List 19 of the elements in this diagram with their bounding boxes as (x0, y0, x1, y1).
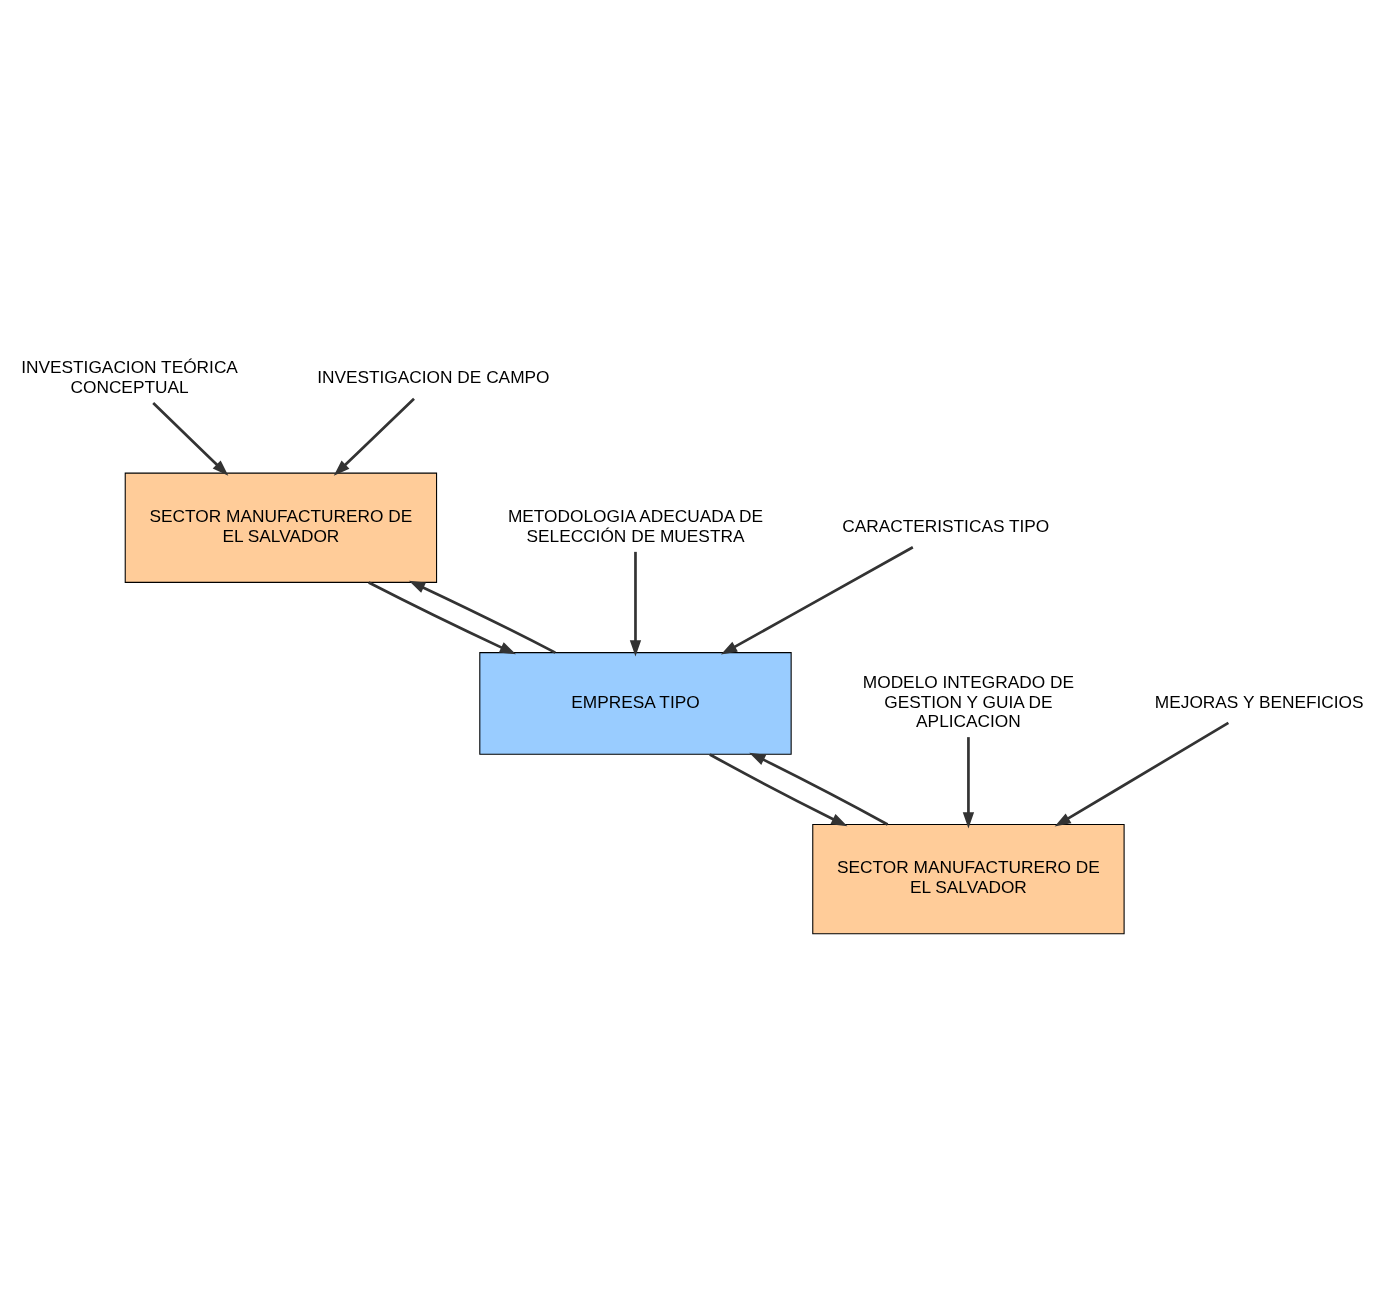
arrow (709, 753, 848, 827)
node-box: SECTOR MANUFACTURERO DE EL SALVADOR (124, 472, 438, 583)
arrow (749, 752, 889, 826)
node-text: MODELO INTEGRADO DE GESTION Y GUIA DE APLICACION (862, 672, 1075, 731)
node-box: SECTOR MANUFACTURERO DE EL SALVADOR (812, 823, 1125, 935)
arrow (368, 581, 516, 655)
arrow (720, 546, 914, 655)
node-text: METODOLOGIA ADECUADA DE SELECCIÓN DE MUESTRA (507, 506, 764, 546)
arrow (152, 402, 229, 476)
node-text: INVESTIGACION TEÓRICA CONCEPTUAL (21, 357, 238, 397)
arrow (333, 397, 415, 476)
arrow (962, 737, 975, 829)
arrow (1054, 721, 1230, 827)
node-box: EMPRESA TIPO (479, 652, 792, 755)
arrow (629, 551, 642, 657)
node-text: INVESTIGACION DE CAMPO (317, 367, 550, 388)
arrow (408, 580, 556, 654)
node-text: CARACTERISTICAS TIPO (842, 515, 1050, 536)
node-text: MEJORAS Y BENEFICIOS (1154, 691, 1364, 712)
